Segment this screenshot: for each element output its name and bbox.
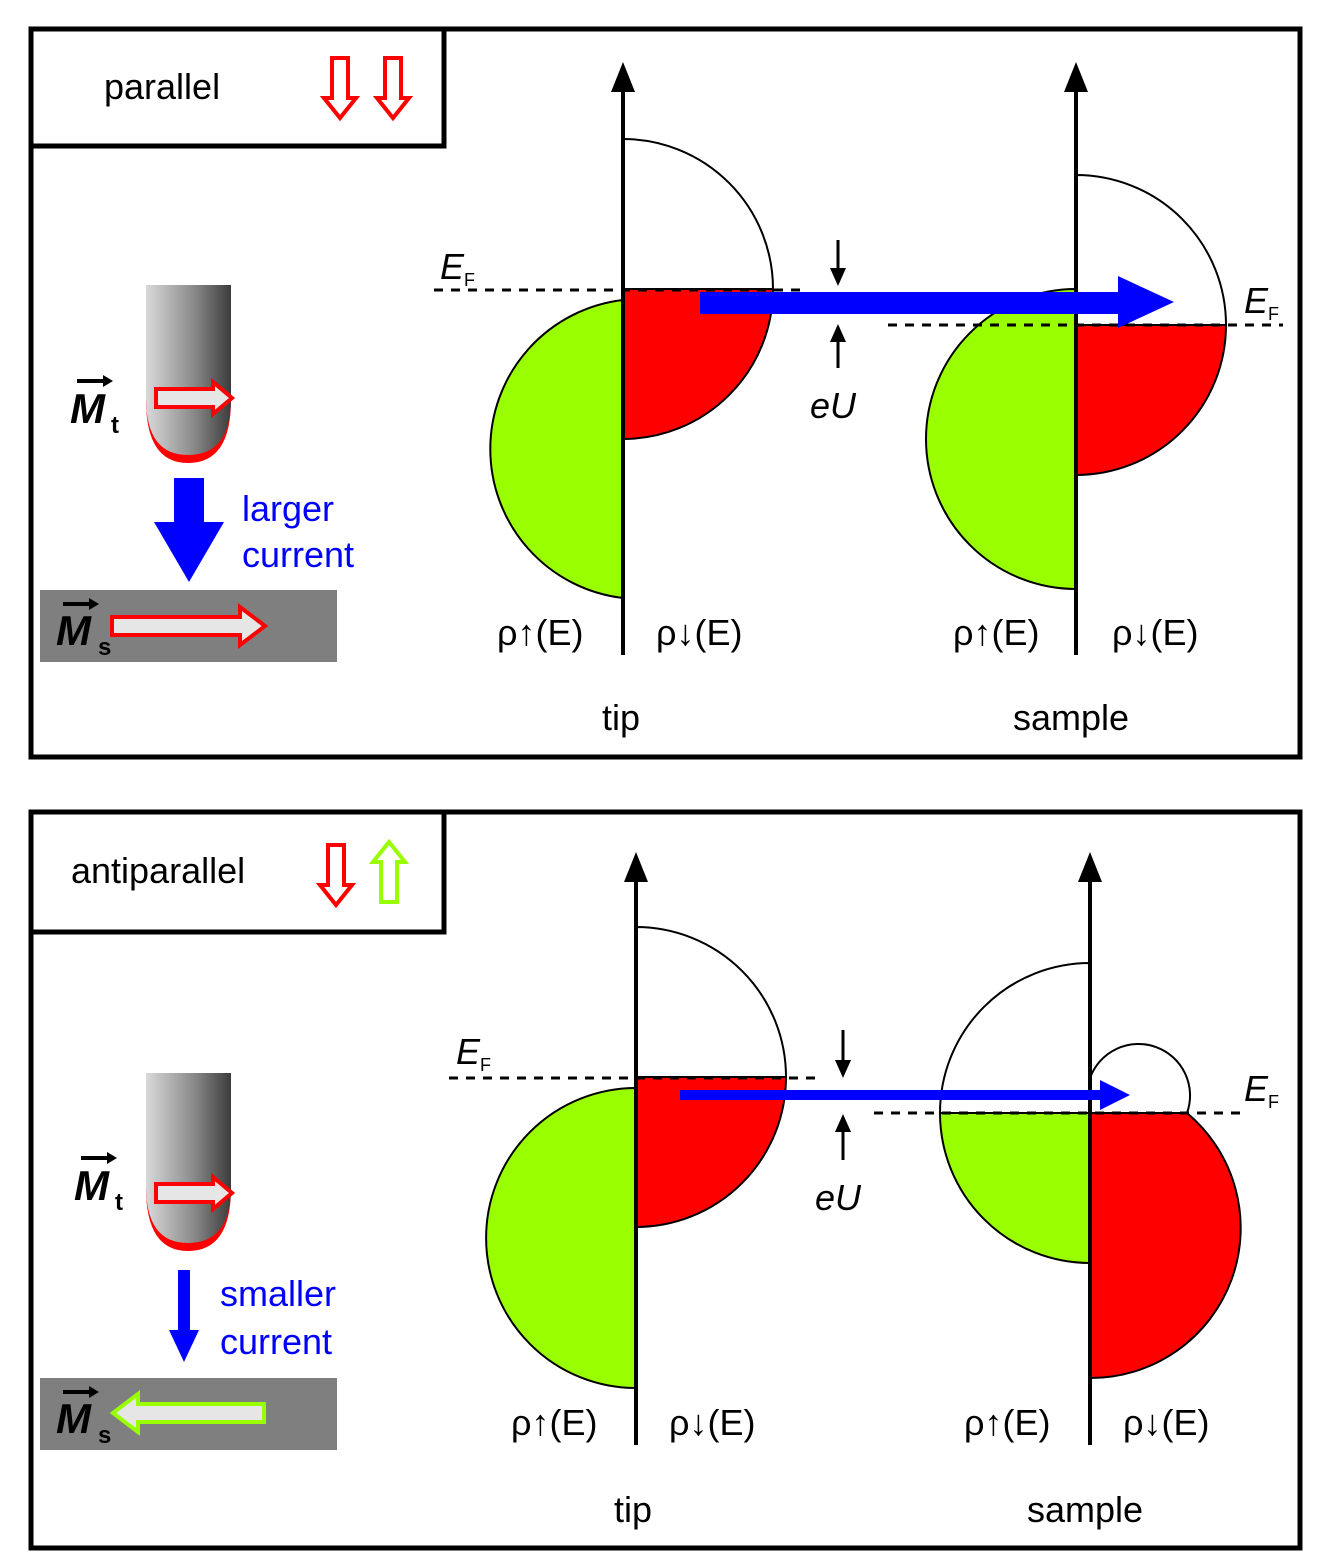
sample-magnetization-arrow-icon (110, 602, 269, 650)
panel-title: parallel (104, 66, 220, 107)
vector-arrow-head-icon (107, 1152, 117, 1164)
tip-fermi-label: E (440, 246, 465, 287)
tip-label: tip (614, 1489, 652, 1530)
tip-body (146, 1073, 231, 1243)
sample-rho-down-label: ρ↓(E) (1123, 1402, 1209, 1443)
sample-fermi-subscript: F (1268, 304, 1279, 324)
tip-magnetization-subscript: t (115, 1189, 123, 1216)
sample-rho-up-label: ρ↑(E) (953, 612, 1039, 653)
sample-fermi-subscript: F (1268, 1092, 1279, 1112)
sample-dos-spin-down-filled (1075, 324, 1228, 477)
vector-arrow-head-icon (89, 1386, 99, 1398)
current-direction-arrow-icon (154, 478, 224, 582)
tunneling-current-arrow-icon (680, 1080, 1130, 1110)
bias-arrow-bottom-head-icon (830, 324, 846, 342)
axis-arrow-head-icon (1064, 62, 1088, 92)
tip-magnetization-subscript: t (111, 412, 119, 439)
axis-arrow-head-icon (624, 852, 648, 882)
tip-fermi-subscript: F (480, 1055, 491, 1075)
tip-dos-spin-up (485, 1086, 637, 1390)
sample-dos-spin-up-filled (938, 1112, 1091, 1265)
sample-fermi-label: E (1244, 280, 1269, 321)
bias-arrow-bottom-head-icon (835, 1114, 851, 1132)
tip-rho-down-label: ρ↓(E) (656, 612, 742, 653)
axis-arrow-head-icon (1078, 852, 1102, 882)
tip-dos-spin-up (489, 298, 624, 600)
title-box (28, 809, 447, 935)
tip-dos-spin-down-empty (622, 137, 775, 290)
bias-label: eU (815, 1177, 862, 1218)
sample-rho-down-label: ρ↓(E) (1112, 612, 1198, 653)
spin-down-arrow-icon (315, 843, 357, 909)
current-label-line2: current (220, 1321, 332, 1362)
sample-label: sample (1027, 1489, 1143, 1530)
bias-arrow-top-head-icon (830, 268, 846, 286)
sample-magnetization-symbol: M (56, 1395, 92, 1442)
tip-label: tip (602, 697, 640, 738)
panel-parallel: parallel M t larger current M s E F (28, 26, 1303, 760)
panel-antiparallel: antiparallel M t smaller current M s E F (28, 809, 1303, 1551)
tip-magnetization-arrow-icon (154, 1172, 236, 1214)
sample-dos-spin-down-empty (1075, 173, 1228, 326)
tunneling-current-arrow-icon (700, 276, 1174, 328)
bias-arrow-top-head-icon (835, 1060, 851, 1078)
spin-down-arrow-icon (372, 56, 414, 122)
sample-rho-up-label: ρ↑(E) (964, 1402, 1050, 1443)
current-label-line1: smaller (220, 1273, 336, 1314)
panel-title: antiparallel (71, 850, 245, 891)
bias-label: eU (810, 385, 857, 426)
tip-dos-spin-down-empty (635, 925, 788, 1078)
tip-rho-up-label: ρ↑(E) (511, 1402, 597, 1443)
sample-magnetization-arrow-icon (109, 1389, 266, 1437)
tip-rho-up-label: ρ↑(E) (497, 612, 583, 653)
spin-up-arrow-icon (368, 838, 410, 904)
vector-arrow-head-icon (103, 375, 113, 387)
tip-fermi-subscript: F (464, 270, 475, 290)
tip-magnetization-symbol: M (74, 1162, 110, 1209)
sample-fermi-label: E (1244, 1068, 1269, 1109)
tip-fermi-label: E (456, 1031, 481, 1072)
sample-magnetization-subscript: s (98, 1422, 111, 1449)
vector-arrow-head-icon (89, 598, 99, 610)
tip-magnetization-symbol: M (70, 385, 106, 432)
tip-dos-spin-down-filled (622, 288, 775, 441)
axis-arrow-head-icon (611, 62, 635, 92)
current-label-line2: current (242, 534, 354, 575)
sample-dos-spin-down-filled (1089, 1112, 1242, 1380)
tip-body (146, 285, 231, 455)
tip-rho-down-label: ρ↓(E) (669, 1402, 755, 1443)
sample-label: sample (1013, 697, 1129, 738)
title-box (28, 26, 447, 149)
sample-magnetization-subscript: s (98, 634, 111, 661)
tip-dos-spin-down-filled (635, 1076, 788, 1229)
sample-magnetization-symbol: M (56, 607, 92, 654)
spin-down-arrow-icon (319, 56, 361, 122)
current-direction-arrow-icon (169, 1270, 199, 1362)
tip-magnetization-arrow-icon (154, 377, 236, 419)
current-label-line1: larger (242, 488, 334, 529)
